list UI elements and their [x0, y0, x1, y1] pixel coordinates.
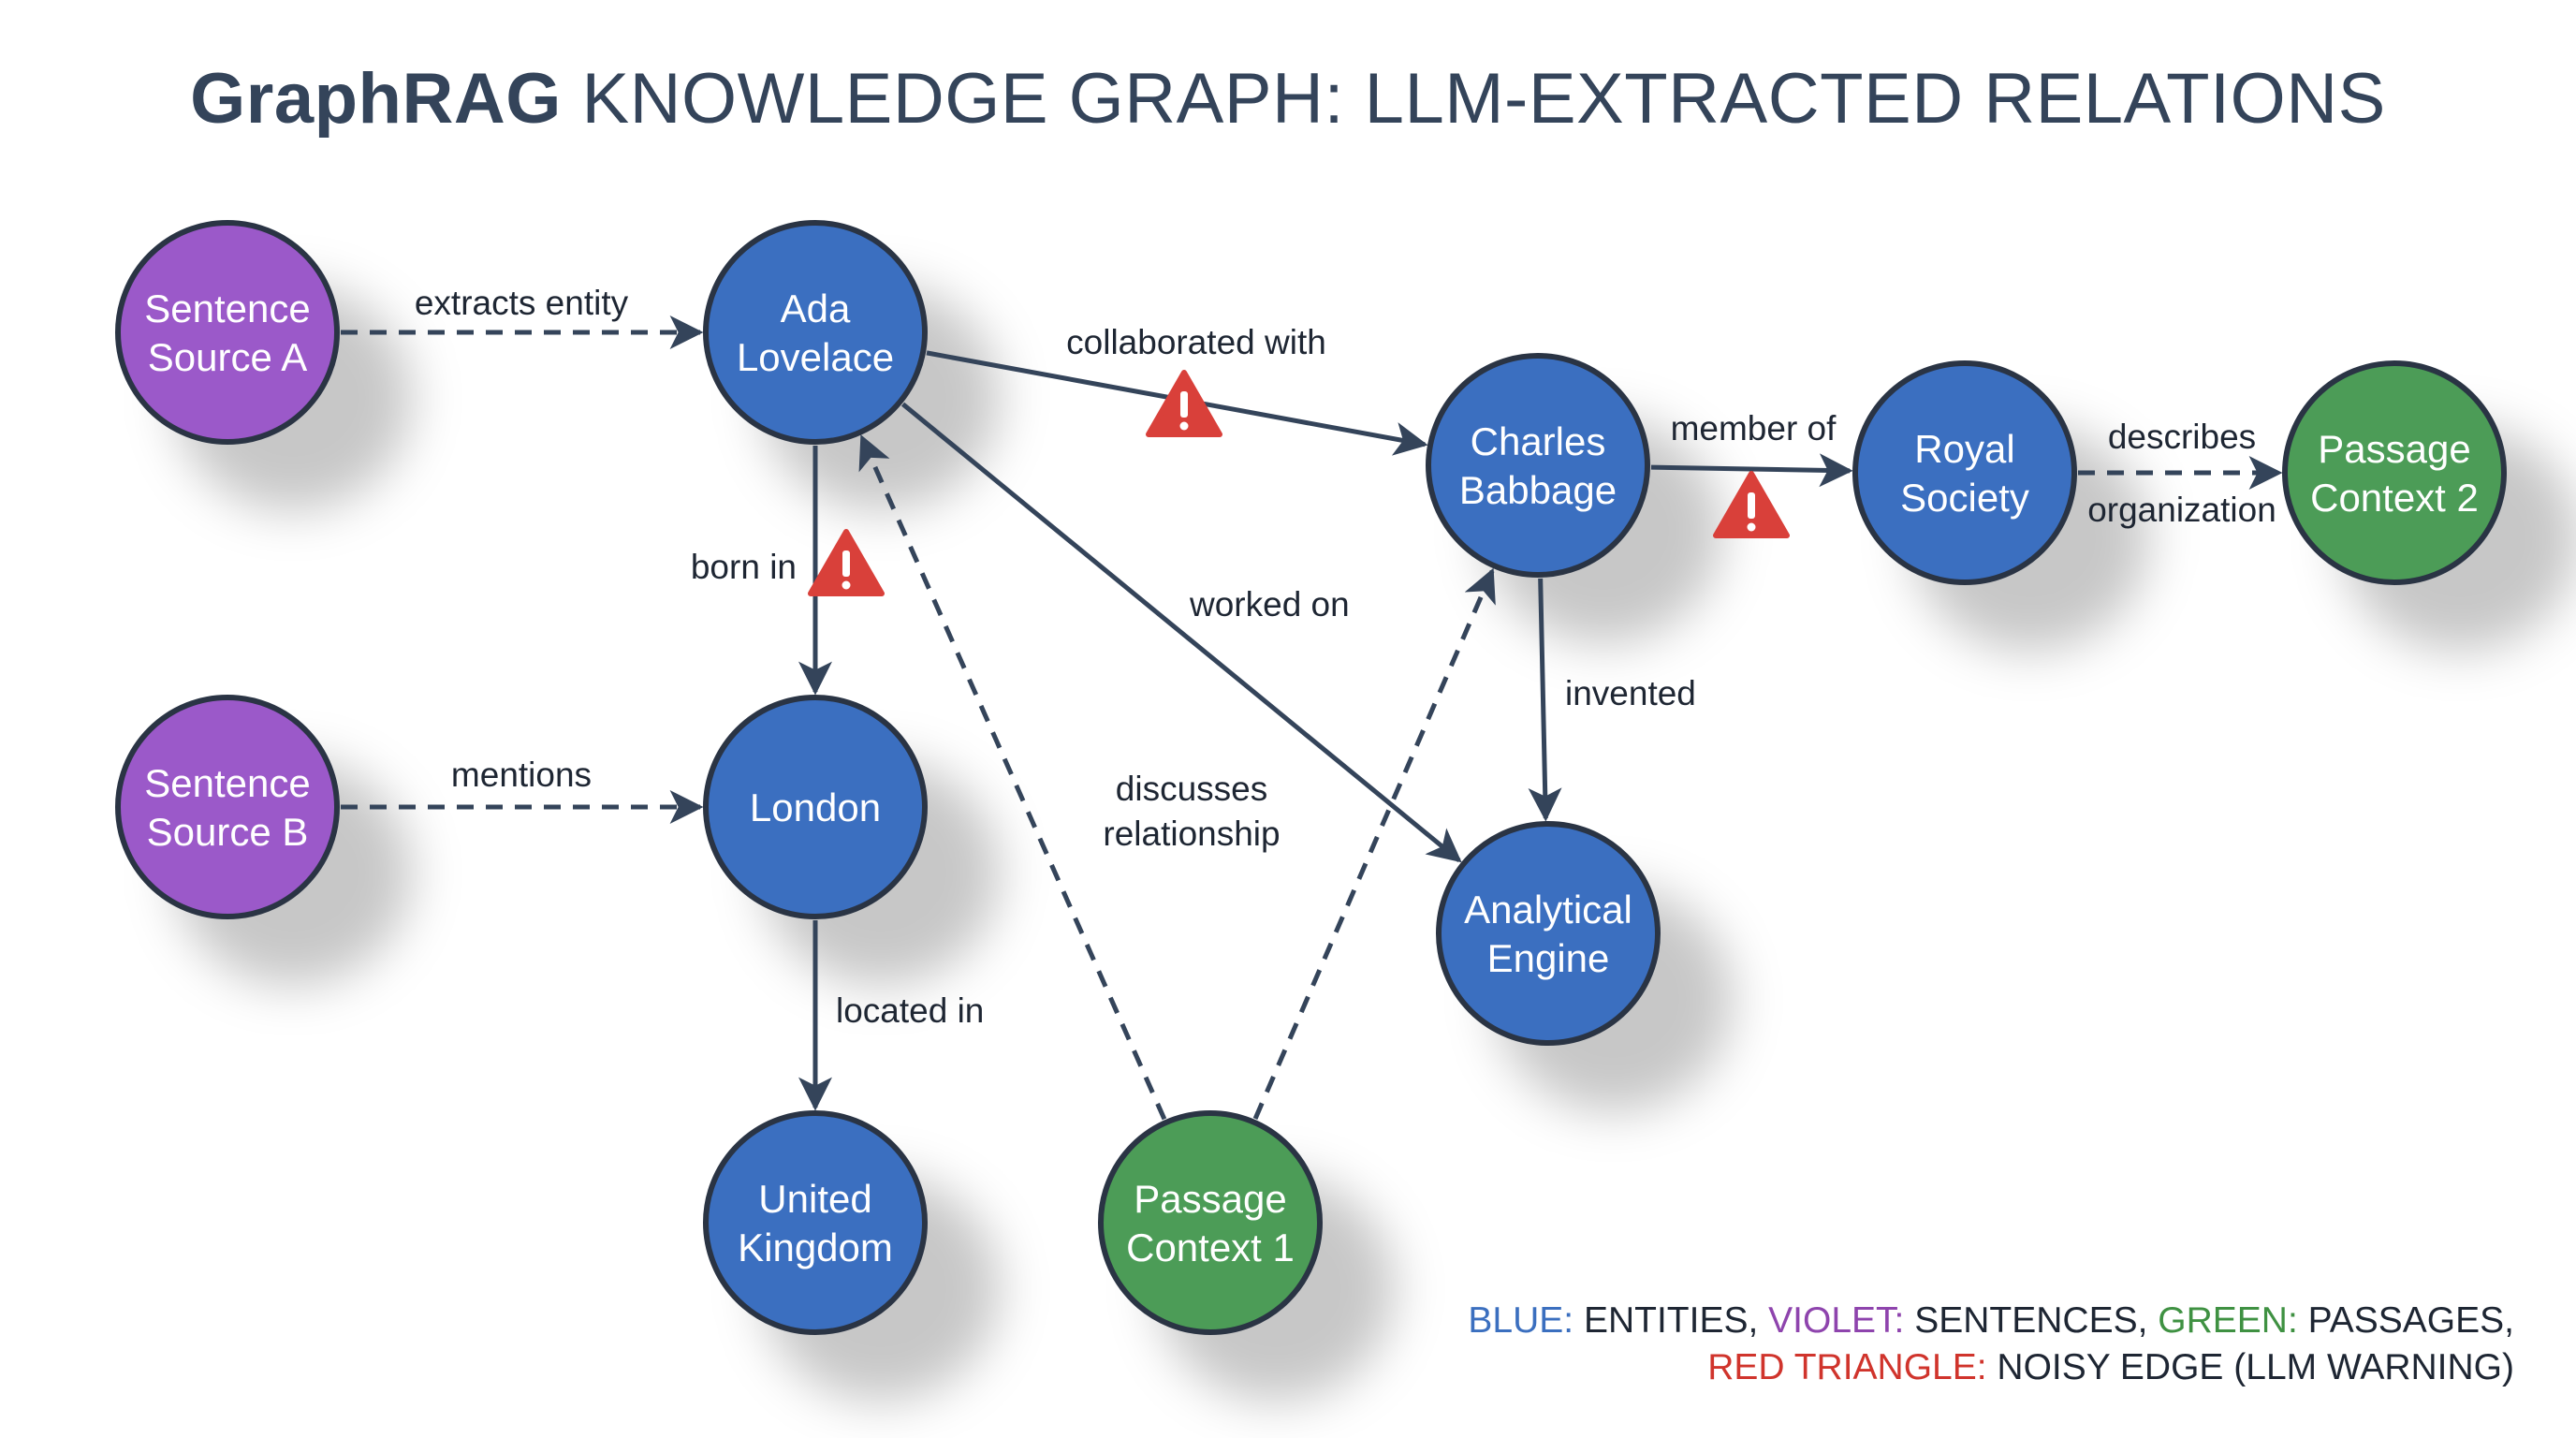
node-circle-ada	[703, 220, 928, 445]
node-circle-london	[703, 695, 928, 919]
legend-part: VIOLET:	[1768, 1300, 1905, 1341]
legend-part: GREEN:	[2158, 1300, 2298, 1341]
node-label-london: London	[750, 785, 881, 829]
page-title: GraphRAG KNOWLEDGE GRAPH: LLM-EXTRACTED …	[0, 58, 2576, 139]
title-rest: KNOWLEDGE GRAPH: LLM-EXTRACTED RELATIONS	[581, 59, 2386, 139]
title-bold: GraphRAG	[190, 59, 562, 139]
legend-part: RED TRIANGLE:	[1707, 1347, 1987, 1387]
edge-ada-to-engine	[900, 402, 1462, 863]
node-label-sentA: Sentence	[144, 286, 310, 330]
node-circle-sentA	[115, 220, 340, 445]
node-label-pass2: Context 2	[2310, 476, 2479, 520]
legend-part: NOISY EDGE (LLM WARNING)	[1986, 1347, 2514, 1387]
node-london[interactable]: London	[703, 695, 928, 919]
node-label-royal: Society	[1900, 476, 2029, 520]
node-label-pass2: Passage	[2318, 427, 2470, 471]
edge-label-ada-to-babbage: collaborated with	[1066, 323, 1326, 361]
edge-label-sentB-to-london: mentions	[451, 756, 592, 794]
legend: BLUE: ENTITIES, VIOLET: SENTENCES, GREEN…	[1468, 1298, 2514, 1391]
edge-label-ada-to-engine: worked on	[1189, 585, 1350, 624]
node-label-engine: Engine	[1487, 936, 1610, 980]
edge-label-royal-to-pass2: describes	[2108, 418, 2256, 456]
node-label-sentA: Source A	[148, 335, 307, 379]
edge-label-babbage-to-royal: member of	[1671, 409, 1837, 448]
warnings-layer	[808, 370, 1790, 596]
node-label-engine: Analytical	[1464, 888, 1632, 932]
edge-label-london-to-uk: located in	[836, 991, 984, 1030]
warning-triangle-icon	[1146, 370, 1222, 437]
edge-label-pass1-to-ada: relationship	[1103, 814, 1280, 853]
node-circle-royal	[1852, 360, 2077, 585]
node-circle-pass2	[2282, 360, 2507, 585]
node-circle-uk	[703, 1110, 928, 1335]
node-label-sentB: Sentence	[144, 761, 310, 805]
node-label-uk: Kingdom	[738, 1225, 893, 1269]
legend-line-2: RED TRIANGLE: NOISY EDGE (LLM WARNING)	[1468, 1344, 2514, 1391]
edge-label-royal-to-pass2: organization	[2087, 491, 2276, 529]
node-circle-engine	[1436, 821, 1661, 1046]
warning-triangle-icon	[808, 529, 885, 596]
legend-part: ENTITIES,	[1573, 1300, 1769, 1341]
node-label-babbage: Babbage	[1459, 468, 1617, 512]
node-label-pass1: Passage	[1134, 1177, 1286, 1221]
node-label-pass1: Context 1	[1126, 1225, 1295, 1269]
node-label-royal: Royal	[1914, 427, 2014, 471]
edge-label-babbage-to-engine: invented	[1565, 674, 1696, 712]
edge-babbage-to-royal	[1650, 453, 1853, 488]
node-label-ada: Ada	[781, 286, 851, 330]
warning-triangle-icon	[1713, 471, 1790, 538]
edge-pass1-to-babbage	[1252, 567, 1496, 1120]
node-label-uk: United	[758, 1177, 871, 1221]
legend-part: SENTENCES,	[1904, 1300, 2159, 1341]
legend-part: PASSAGES,	[2297, 1300, 2514, 1341]
legend-line-1: BLUE: ENTITIES, VIOLET: SENTENCES, GREEN…	[1468, 1298, 2514, 1344]
node-label-sentB: Source B	[147, 810, 309, 854]
edge-label-pass1-to-ada: discusses	[1116, 770, 1267, 808]
edge-labels-layer: extracts entity collaborated with member o…	[415, 284, 2276, 1030]
node-label-babbage: Charles	[1471, 419, 1606, 463]
edge-pass1-to-ada	[858, 434, 1167, 1121]
legend-part: BLUE:	[1468, 1300, 1574, 1341]
node-circle-pass1	[1098, 1110, 1323, 1335]
edge-label-sentA-to-ada: extracts entity	[415, 284, 629, 322]
node-circle-sentB	[115, 695, 340, 919]
edge-babbage-to-engine	[1528, 578, 1562, 822]
edges-layer	[341, 315, 2283, 1121]
node-label-ada: Lovelace	[737, 335, 894, 379]
edge-label-ada-to-london: born in	[691, 548, 797, 586]
node-circle-babbage	[1426, 353, 1650, 578]
